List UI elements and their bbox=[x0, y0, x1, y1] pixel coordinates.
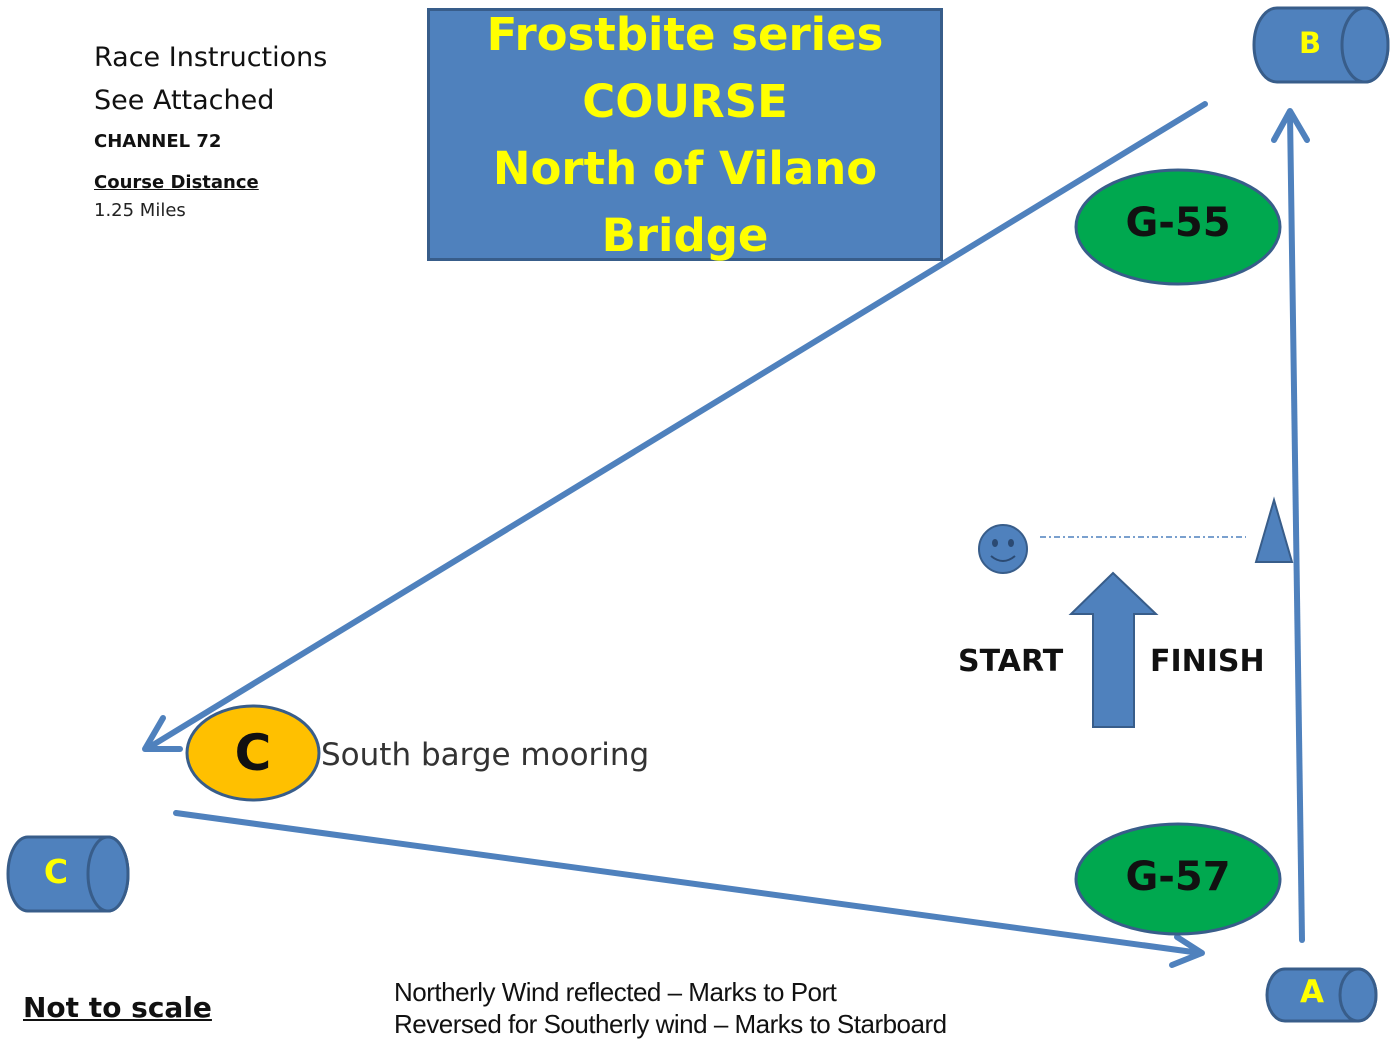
course-distance-label: Course Distance bbox=[94, 172, 259, 193]
course-distance-value: 1.25 Miles bbox=[94, 200, 186, 221]
smiley-icon bbox=[978, 524, 1028, 574]
c-mooring-buoy bbox=[185, 704, 321, 802]
g57-label: G-57 bbox=[1125, 854, 1231, 900]
race-instructions-text: Race Instructions bbox=[94, 42, 328, 73]
wind-note-line-2: Reversed for Southerly wind – Marks to S… bbox=[394, 1009, 947, 1039]
wind-note-line-1: Northerly Wind reflected – Marks to Port bbox=[394, 977, 837, 1007]
title-line-1: Frostbite series bbox=[486, 7, 884, 61]
channel-text: CHANNEL 72 bbox=[94, 131, 222, 152]
g57-buoy bbox=[1074, 822, 1282, 936]
south-barge-label: South barge mooring bbox=[321, 737, 650, 773]
title-line-3: North of Vilano bbox=[492, 141, 878, 195]
not-to-scale-label: Not to scale bbox=[23, 991, 212, 1024]
g55-buoy bbox=[1074, 168, 1282, 286]
mark-b-label: B bbox=[1298, 26, 1322, 60]
leg-a-to-b-arrowhead bbox=[1271, 108, 1310, 143]
finish-label: FINISH bbox=[1150, 644, 1265, 679]
start-label: START bbox=[958, 644, 1064, 679]
mark-b-cylinder bbox=[1252, 6, 1390, 84]
course-title-box: Frostbite series COURSE North of Vilano … bbox=[427, 8, 943, 262]
mark-a-label: A bbox=[1300, 974, 1324, 1010]
g55-label: G-55 bbox=[1125, 200, 1231, 246]
leg-c-to-a bbox=[173, 810, 1203, 956]
pin-buoy-triangle bbox=[1254, 496, 1294, 563]
mark-a-cylinder bbox=[1265, 967, 1378, 1023]
see-attached-text: See Attached bbox=[94, 85, 275, 116]
leg-b-to-c-arrowhead bbox=[142, 715, 183, 752]
course-legs bbox=[142, 101, 1310, 968]
mark-c-label: C bbox=[43, 852, 69, 891]
wind-direction-arrow-icon bbox=[1068, 571, 1159, 728]
leg-b-to-c bbox=[145, 101, 1208, 751]
c-mooring-label: C bbox=[234, 724, 272, 782]
mark-c-cylinder bbox=[6, 835, 130, 913]
title-line-4: Bridge bbox=[601, 208, 769, 262]
title-line-2: COURSE bbox=[582, 74, 788, 128]
leg-c-to-a-arrowhead bbox=[1169, 934, 1205, 968]
leg-a-to-b bbox=[1287, 111, 1305, 943]
